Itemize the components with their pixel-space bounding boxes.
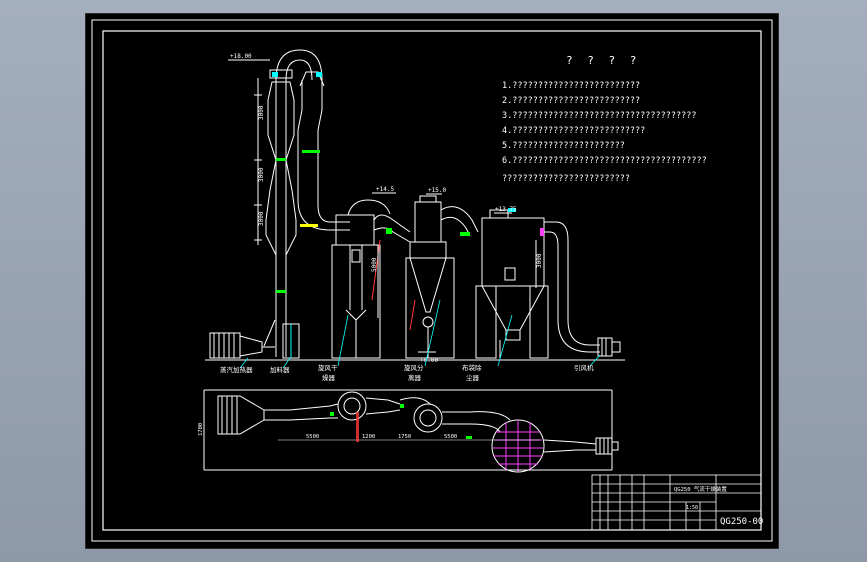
dim-side: 1700: [198, 423, 204, 436]
drying-tube: [263, 49, 323, 359]
outer-frame: [91, 19, 773, 542]
dim-cyc-h: 5000: [371, 257, 378, 272]
drying-tube-dims: [254, 78, 262, 245]
inner-frame: [102, 30, 762, 531]
dim-plan-d1: 5500: [306, 434, 319, 440]
label-heater: 蒸汽加热器: [220, 365, 253, 374]
elev-mid3: +13.75: [495, 206, 517, 213]
label-bag-filter-2: 尘器: [466, 373, 480, 382]
equipment-labels: 蒸汽加热器 加料器 旋风干 燥器 旋风分 离器 布袋除 尘器 引风机: [220, 363, 594, 382]
elev-mid1: +14.5: [376, 186, 394, 193]
label-separator-1: 旋风分: [404, 363, 424, 372]
bag-filter: [475, 209, 600, 359]
label-separator-2: 离器: [408, 373, 422, 382]
note-line-7: ?????????????????????????: [502, 174, 630, 184]
drawing-title: QG250 气流干燥装置: [674, 485, 727, 493]
plan-markers: [330, 404, 472, 442]
label-bag-filter-1: 布袋除: [462, 363, 482, 372]
cyclone-dryer-leader: [371, 239, 381, 301]
note-line-4: 4.??????????????????????????: [502, 126, 645, 136]
return-tube: [297, 71, 350, 231]
steam-heater: [209, 332, 275, 359]
drawing-number: QG250-00: [720, 517, 763, 527]
note-line-5: 5.??????????????????????: [502, 141, 625, 151]
flange-markers: [272, 72, 544, 293]
elev-mid2: +15.0: [428, 187, 446, 194]
label-leaders: [239, 299, 601, 369]
dim-bag-h: 3000: [536, 253, 543, 268]
label-cyclone-dryer-1: 旋风干: [318, 363, 338, 372]
technical-notes: ? ? ? ? 1.????????????????????????? 2.??…: [502, 54, 707, 184]
label-feeder: 加料器: [270, 365, 290, 374]
drawing-sheet: [85, 13, 779, 549]
separator-leader: [409, 299, 416, 331]
plan-view: [203, 389, 619, 473]
note-line-1: 1.?????????????????????????: [502, 81, 640, 91]
note-line-3: 3.????????????????????????????????????: [502, 111, 696, 121]
elevation-marks: [228, 59, 512, 353]
cyclone-dryer: [331, 199, 411, 359]
label-cyclone-dryer-2: 燥器: [322, 373, 336, 382]
dim-v2: 3000: [258, 167, 265, 182]
title-block: [591, 474, 762, 531]
dim-plan-d2: 1200: [362, 434, 375, 440]
dim-plan-d4: 5500: [444, 434, 457, 440]
dim-v1: 3000: [258, 105, 265, 120]
induced-fan: [597, 337, 621, 357]
cyclone-separator: [405, 195, 479, 359]
elev-ground: +0.00: [420, 357, 438, 364]
plan-dim-texts: 5500 1200 1750 5500 1700: [198, 423, 457, 440]
scale-label: 1:50: [686, 505, 698, 511]
elevation-view: 3000 3000 3000 5000: [205, 49, 625, 361]
notes-title: ? ? ? ?: [566, 54, 640, 67]
label-fan: 引风机: [574, 363, 594, 372]
elev-top: +18.00: [230, 53, 252, 60]
note-line-6: 6.??????????????????????????????????????: [502, 156, 707, 166]
dim-v3: 3000: [258, 211, 265, 226]
dim-plan-d3: 1750: [398, 434, 411, 440]
note-line-2: 2.?????????????????????????: [502, 96, 640, 106]
